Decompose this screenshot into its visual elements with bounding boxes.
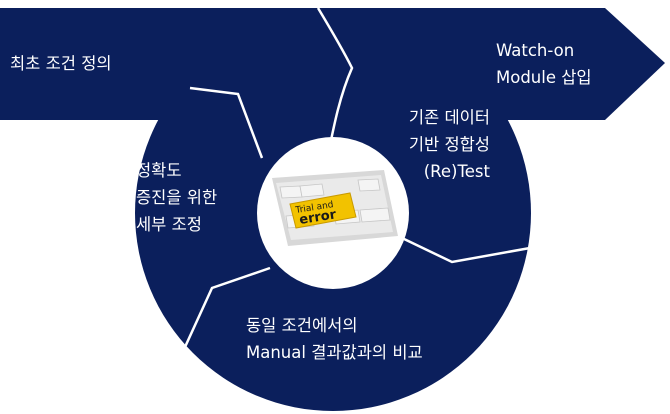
top-arrow-band (0, 8, 665, 120)
step-1-label: 최초 조건 정의 (10, 50, 112, 77)
step-3-line-2: 기반 정합성 (408, 135, 490, 154)
step-1-line-1: 최초 조건 정의 (10, 54, 112, 73)
step-2-line-2: Module 삽입 (496, 68, 592, 87)
key-text-line2: error (298, 207, 337, 228)
step-5-line-1: 정확도 (136, 161, 182, 180)
step-5-line-3: 세부 조정 (136, 215, 202, 234)
step-5-label: 정확도 증진을 위한 세부 조정 (136, 157, 217, 238)
step-5-line-2: 증진을 위한 (136, 188, 218, 207)
step-2-label: Watch-on Module 삽입 (496, 37, 592, 91)
step-2-line-1: Watch-on (496, 41, 575, 60)
step-4-line-1: 동일 조건에서의 (246, 316, 358, 335)
separator-2 (189, 86, 264, 159)
separator-1 (316, 7, 354, 156)
step-3-label: 기존 데이터 기반 정합성 (Re)Test (409, 104, 490, 185)
step-3-line-3: (Re)Test (423, 162, 490, 181)
step-3-line-1: 기존 데이터 (408, 108, 490, 127)
trial-and-error-keyboard-icon: Trial and error (272, 170, 398, 246)
step-4-line-2: Manual 결과값과의 비교 (246, 343, 423, 362)
separator-3 (401, 236, 531, 264)
separator-4 (178, 266, 271, 359)
step-4-label: 동일 조건에서의 Manual 결과값과의 비교 (246, 312, 423, 366)
